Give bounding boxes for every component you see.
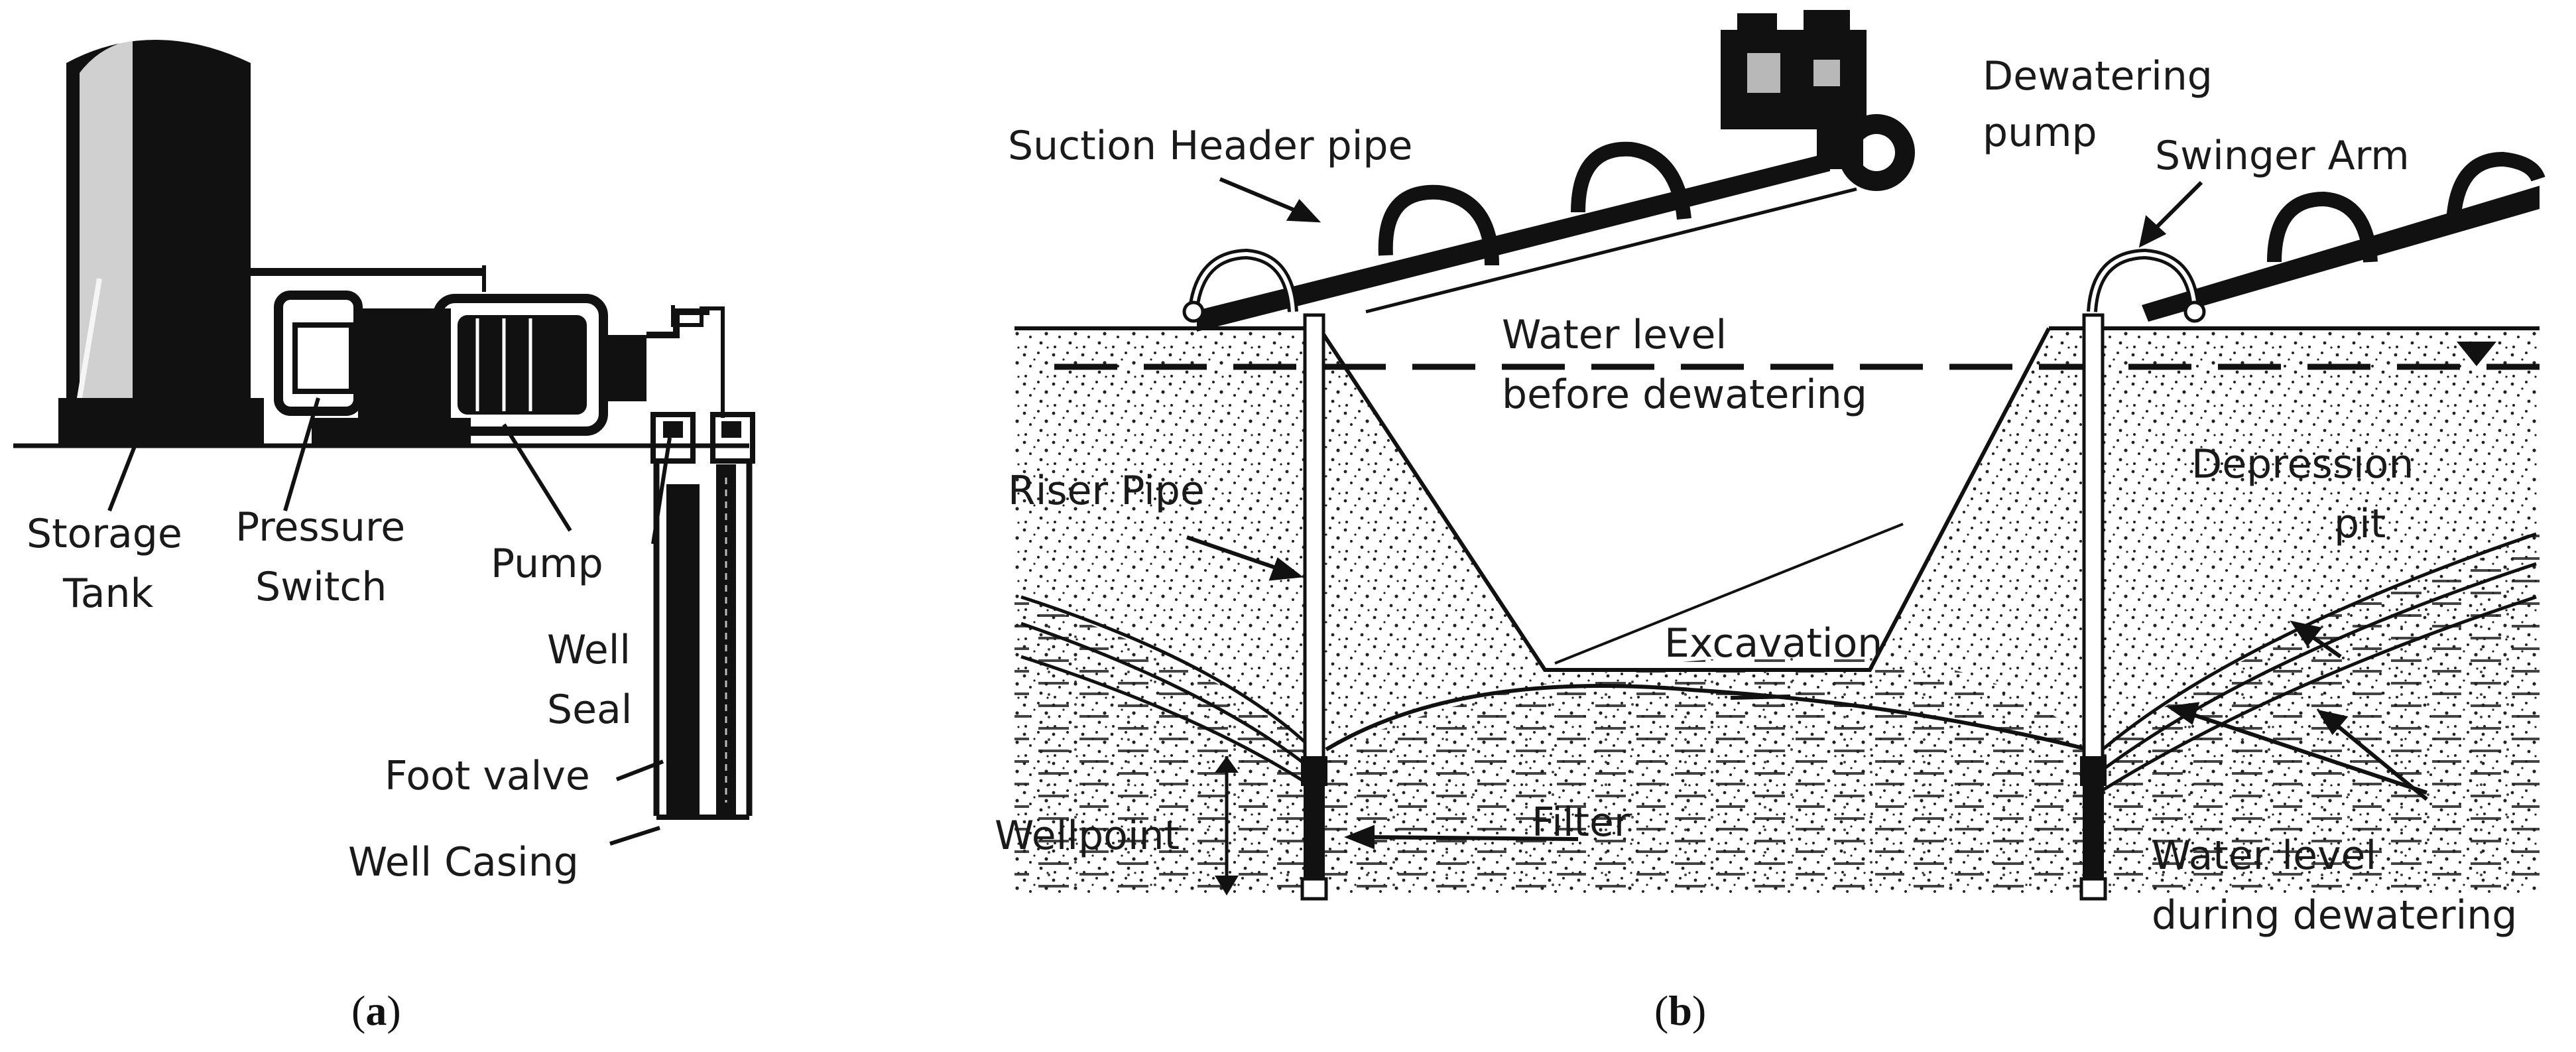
panel-a-diagram: Storage Tank Pressure Switch Pump Well S… xyxy=(13,40,755,1034)
storage-tank xyxy=(58,40,264,448)
riser-pipe-left xyxy=(1300,313,1328,901)
dewatering-pump xyxy=(1721,10,1915,191)
drawdown-curve xyxy=(1325,684,2089,752)
label-storage-tank-2: Tank xyxy=(62,570,154,617)
label-swinger-arm: Swinger Arm xyxy=(2155,133,2410,179)
panel-b-diagram: Suction Header pipe Dewatering pump Swin… xyxy=(995,10,2545,1034)
leader-well-casing xyxy=(609,826,660,846)
cone-left xyxy=(1020,595,1318,791)
leader-pump xyxy=(502,423,572,532)
leader-foot-valve xyxy=(615,759,664,781)
label-water-level-before-2: before dewatering xyxy=(1502,371,1867,418)
label-suction-header-pipe: Suction Header pipe xyxy=(1008,123,1412,169)
label-depression-pit-2: pit xyxy=(2334,501,2386,547)
leader-pressure-switch xyxy=(283,397,320,511)
riser-pipe-right xyxy=(2079,313,2107,901)
label-dewatering-pump-1: Dewatering xyxy=(1983,53,2213,99)
pump-assembly xyxy=(274,291,646,448)
label-excavation: Excavation xyxy=(1664,620,1882,667)
label-well-seal-1: Well xyxy=(547,627,631,673)
label-well-casing: Well Casing xyxy=(348,839,579,886)
label-pressure-switch-1: Pressure xyxy=(235,504,405,551)
label-foot-valve: Foot valve xyxy=(385,753,590,799)
water-level-marker xyxy=(2457,342,2496,366)
label-well-seal-2: Seal xyxy=(547,687,632,733)
label-water-level-during-2: during dewatering xyxy=(2152,892,2517,939)
cone-right xyxy=(2097,532,2537,795)
leader-arrows xyxy=(1186,177,2428,850)
label-depression-pit-1: Depression xyxy=(2191,441,2414,488)
label-water-level-during-1: Water level xyxy=(2152,832,2376,879)
label-pump: Pump xyxy=(491,541,603,587)
label-dewatering-pump-2: pump xyxy=(1983,109,2097,156)
label-pressure-switch-2: Switch xyxy=(255,564,387,610)
leader-well-seal xyxy=(651,437,672,545)
caption-b: (b) xyxy=(1654,987,1706,1034)
label-water-level-before-1: Water level xyxy=(1502,312,1727,358)
label-storage-tank-1: Storage xyxy=(27,511,182,557)
excavation-ramp xyxy=(1554,523,1904,665)
wellpoint-dimension-arrow xyxy=(1215,756,1239,895)
leader-storage-tank xyxy=(107,357,171,512)
caption-a: (a) xyxy=(351,987,401,1034)
suction-header-pipe xyxy=(1197,141,2545,332)
label-riser-pipe: Riser Pipe xyxy=(1008,468,1205,514)
excavation-outline xyxy=(1318,327,2051,672)
label-wellpoint: Wellpoint xyxy=(995,813,1180,859)
well xyxy=(650,412,755,820)
label-filter: Filter xyxy=(1532,799,1630,846)
